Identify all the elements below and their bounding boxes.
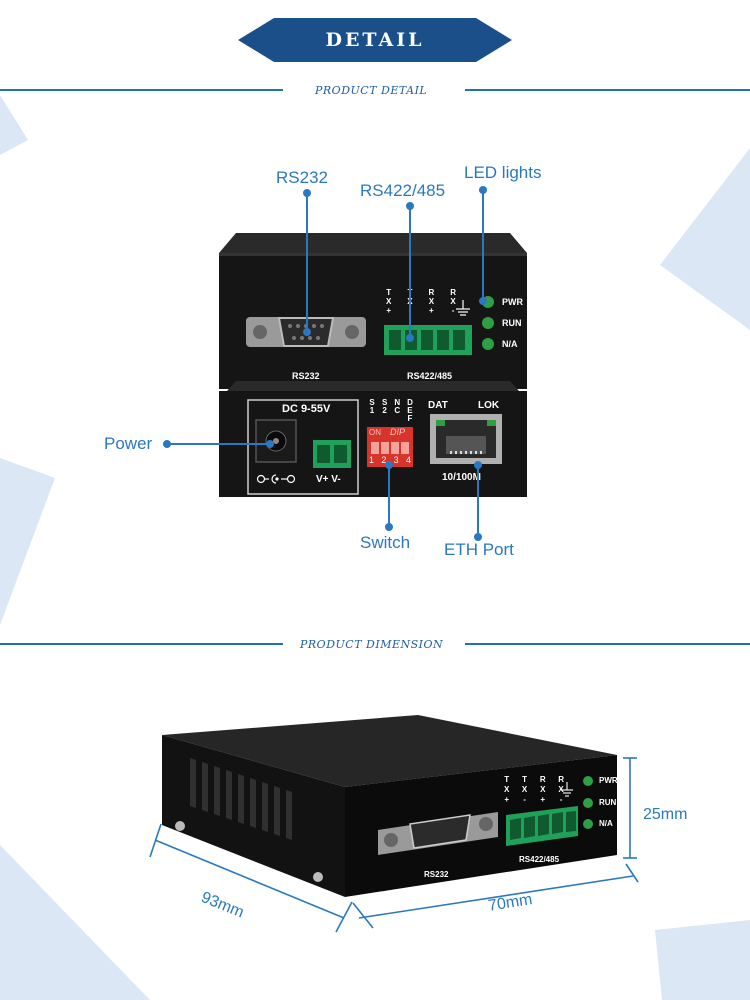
eth-speed-label: 10/100M [442, 472, 481, 483]
dim-rs232-label: RS232 [424, 870, 449, 879]
switch-brand-label: DIP [390, 427, 406, 437]
db9-connector-3d-icon [378, 812, 498, 855]
led-icons [482, 296, 494, 350]
rj45-port-icon [430, 414, 502, 464]
section-divider-right [465, 89, 750, 91]
led-label-pwr: PWR [502, 297, 523, 307]
callout-switch: Switch [360, 533, 411, 552]
dim-rs422-label: RS422/485 [519, 855, 560, 864]
section-title-product-detail: PRODUCT DETAIL [315, 84, 428, 97]
switch-function-labels: S1 S2 NC DEF [369, 398, 413, 423]
detail-banner: DETAIL [238, 18, 512, 62]
banner-title: DETAIL [325, 29, 425, 51]
dim-led-label-pwr: PWR [599, 776, 618, 785]
power-terminal-icon [313, 440, 351, 468]
dim-led-label-run: RUN [599, 798, 617, 807]
eth-dat-label: DAT [428, 400, 448, 411]
led-label-na: N/A [502, 339, 518, 349]
dc-voltage-label: DC 9-55V [282, 403, 331, 415]
terminal-block-3d-icon [506, 806, 578, 846]
switch-numbers: 1 2 3 4 [369, 455, 411, 465]
callout-eth-port: ETH Port [444, 540, 514, 559]
section2-divider-left [0, 643, 283, 645]
callout-led-lights: LED lights [464, 163, 542, 182]
section-divider-left [0, 89, 283, 91]
callout-rs422-485: RS422/485 [360, 181, 446, 200]
terminal-pin-labels: TX+ TX- RX+ RX- [386, 288, 456, 315]
dim-led-label-na: N/A [599, 819, 613, 828]
section-title-product-dimension: PRODUCT DIMENSION [300, 638, 444, 651]
ground-3d-icon [561, 782, 573, 797]
polarity-icon [256, 474, 296, 484]
callout-power: Power [104, 434, 153, 453]
dc-jack-icon [255, 419, 297, 463]
led-label-run: RUN [502, 318, 522, 328]
dip-switch-icon [367, 427, 413, 467]
front-rs422-label: RS422/485 [407, 371, 453, 381]
dimension-height: 25mm [643, 806, 688, 823]
section2-divider-right [465, 643, 750, 645]
switch-on-label: ON [369, 428, 381, 437]
power-terminal-label: V+ V- [316, 474, 341, 485]
ground-icon [456, 300, 470, 316]
eth-lok-label: LOK [478, 400, 500, 411]
callout-rs232: RS232 [276, 168, 328, 187]
front-rs232-label: RS232 [292, 371, 320, 381]
